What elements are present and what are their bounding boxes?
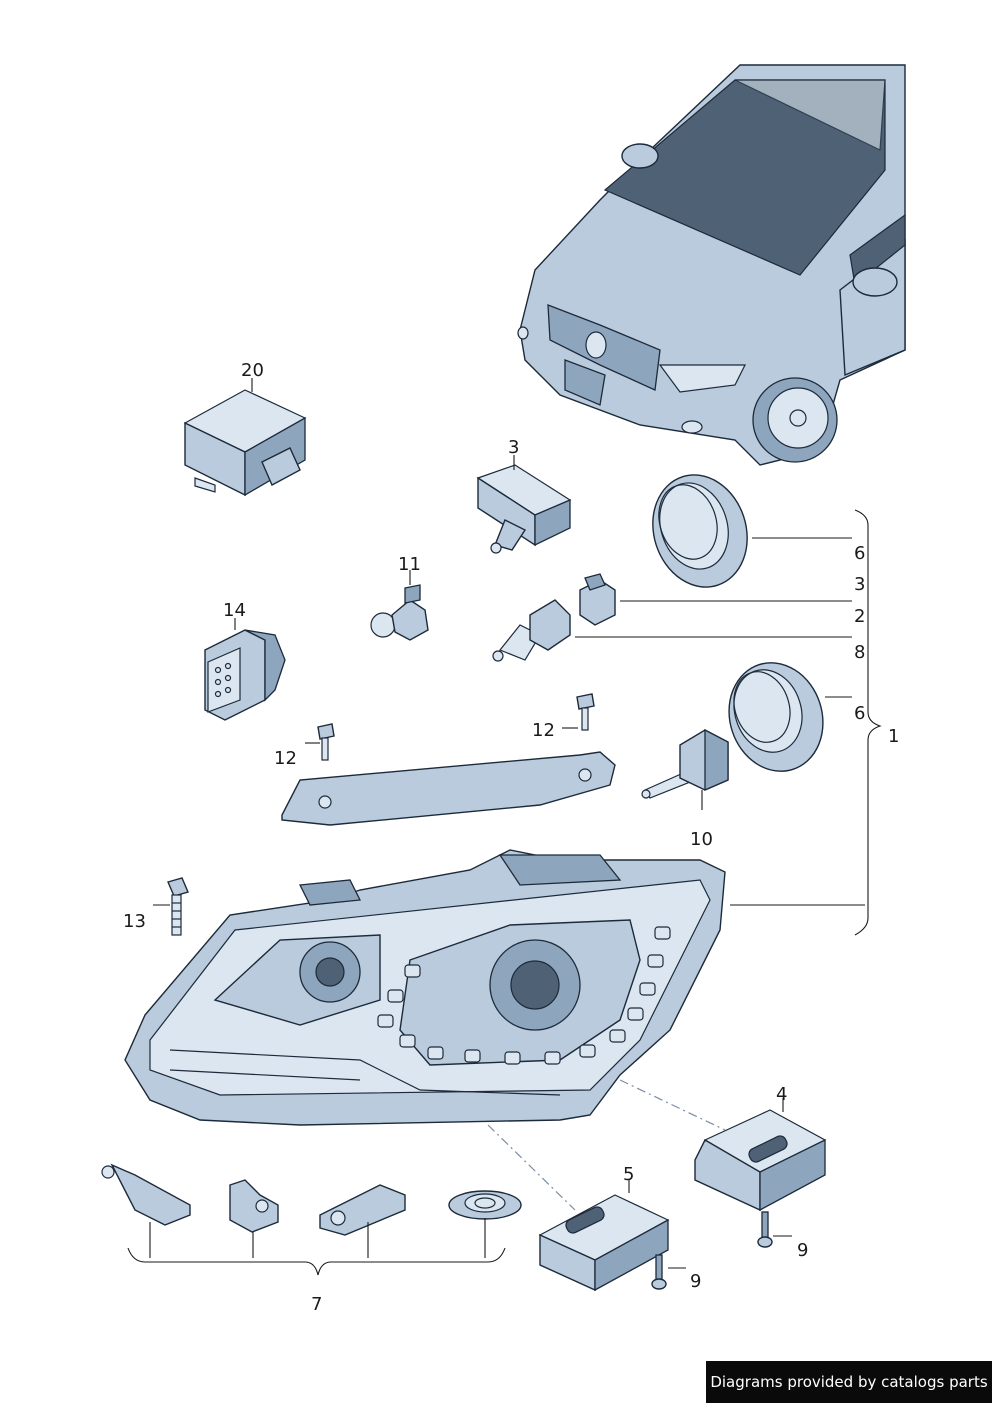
label-1: 1 (888, 726, 899, 747)
vehicle-illustration (517, 64, 906, 466)
screw-part-13 (167, 877, 189, 936)
screw-part-12-left (317, 723, 335, 761)
cover-ring-part-6-top (652, 474, 748, 588)
mounting-bracket (281, 751, 616, 826)
repair-bracket-part-7-a (101, 1163, 191, 1226)
alignment-line-ballast (619, 1079, 726, 1131)
xenon-bulb-part-10 (641, 728, 729, 799)
label-14: 14 (223, 600, 246, 621)
control-unit-part-5 (538, 1194, 670, 1292)
label-7: 7 (311, 1294, 322, 1315)
footer-credit: Diagrams provided by catalogs parts (706, 1361, 992, 1403)
alignment-line-control-unit (487, 1124, 576, 1211)
label-2: 2 (854, 606, 865, 627)
label-12-left: 12 (274, 748, 297, 769)
bulb-part-11 (370, 584, 429, 641)
brace-part-7 (127, 1247, 506, 1276)
ballast-part-4 (694, 1109, 827, 1248)
brace-part-1 (854, 509, 882, 936)
headlight-part-1 (124, 849, 726, 1126)
adjuster-motor-part-3 (476, 464, 572, 554)
label-5: 5 (623, 1164, 634, 1185)
label-20: 20 (241, 360, 264, 381)
label-4: 4 (776, 1084, 787, 1105)
label-13: 13 (123, 911, 146, 932)
label-6-top: 6 (854, 543, 865, 564)
leader-lines (149, 378, 865, 1269)
label-9-left: 9 (690, 1271, 701, 1292)
label-3-right: 3 (854, 574, 865, 595)
label-9-right: 9 (797, 1240, 808, 1261)
label-11: 11 (398, 554, 421, 575)
label-8: 8 (854, 642, 865, 663)
repair-bracket-part-7-d (448, 1190, 522, 1220)
part-labels: 20 3 11 14 6 3 2 8 6 1 12 12 10 13 4 5 9… (123, 360, 899, 1315)
connector-part-14 (204, 629, 286, 721)
label-3-top: 3 (508, 437, 519, 458)
bulb-part-8 (492, 599, 571, 662)
label-10: 10 (690, 829, 713, 850)
repair-bracket-part-7-b (229, 1179, 279, 1233)
label-6-bottom: 6 (854, 703, 865, 724)
cover-ring-part-6-bottom (728, 662, 824, 772)
label-12-right: 12 (532, 720, 555, 741)
led-strip (377, 926, 671, 1065)
bulb-holder-part-3-2 (579, 573, 616, 626)
screw-part-12-right (576, 693, 595, 731)
control-unit-part-20 (183, 389, 307, 497)
repair-bracket-part-7-c (319, 1184, 406, 1236)
